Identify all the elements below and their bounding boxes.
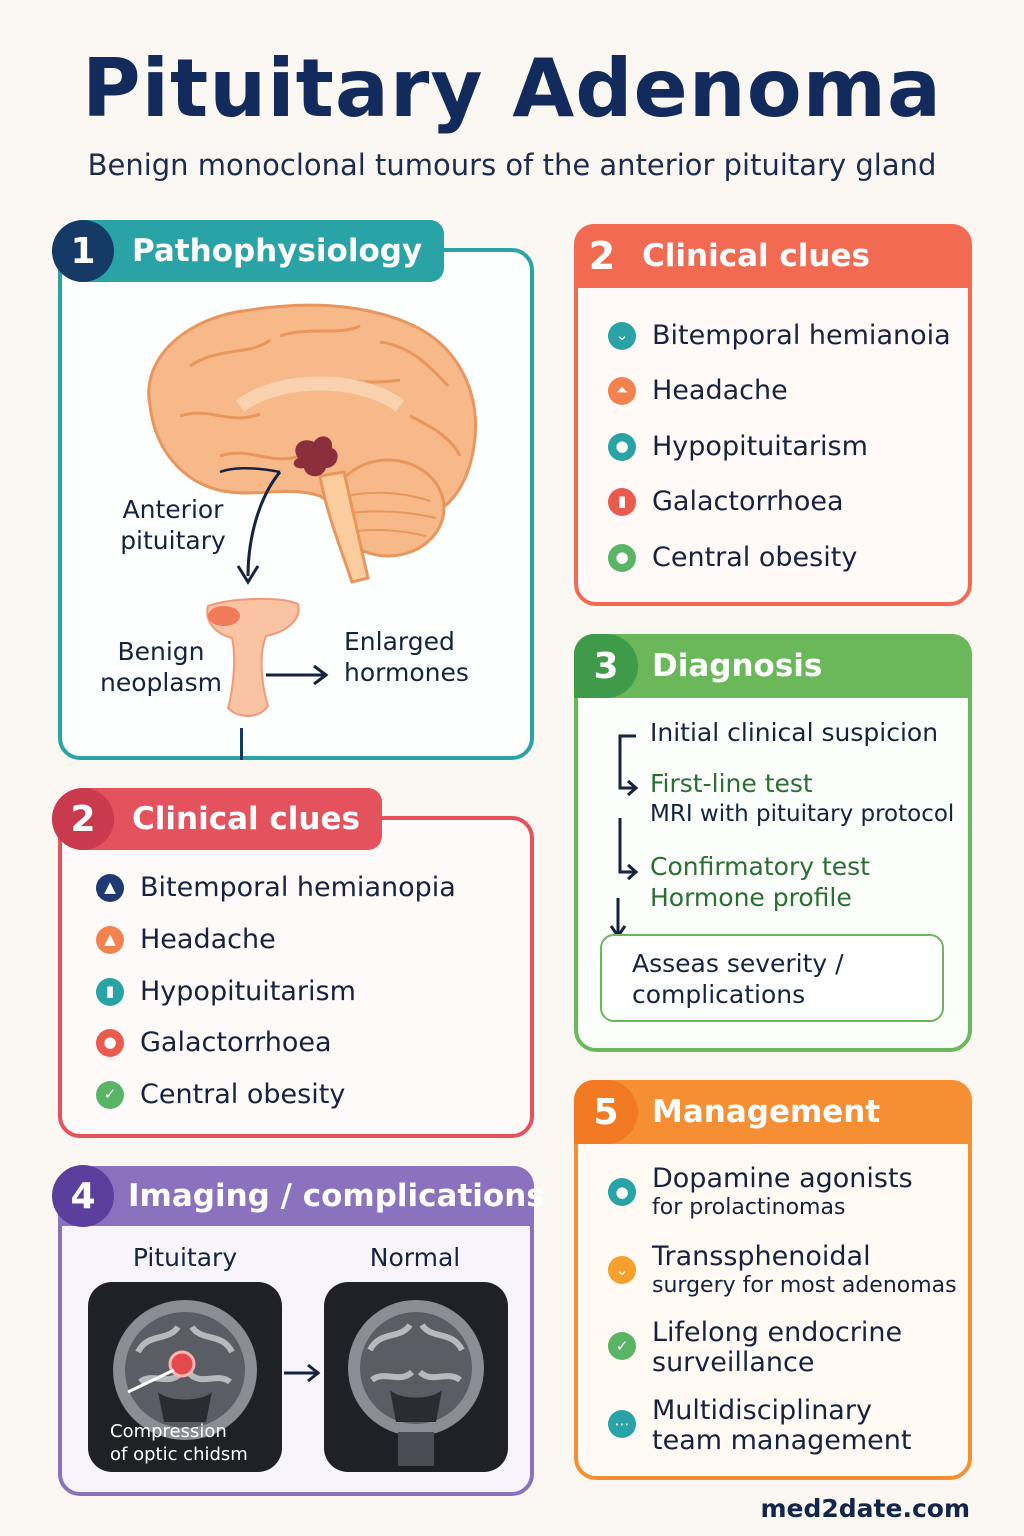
teal-drop-icon: ● xyxy=(608,1178,636,1206)
green-drop-icon: ● xyxy=(608,543,636,572)
imaging-header: 4 Imaging / complications xyxy=(52,1165,545,1227)
severity-box xyxy=(600,934,944,1022)
brainstem-shape xyxy=(318,470,370,584)
management-item: ● Dopamine agonists for prolactinomas xyxy=(608,1164,913,1222)
management-item: ⋯ Multidisciplinary team management xyxy=(608,1396,912,1456)
clue-item-left: ● Galactorrhoea xyxy=(96,1027,332,1058)
section-number-3: 3 xyxy=(574,634,638,698)
clinical-clues-header-left: 2 Clinical clues xyxy=(52,788,382,850)
brain-illustration xyxy=(147,303,478,585)
clinical-clues-header-right: 2 Clinical clues xyxy=(574,224,972,288)
teal-pin-icon: ▮ xyxy=(96,977,124,1006)
teal-chevron-icon: ⌄ xyxy=(608,321,636,350)
mri-scan-pituitary xyxy=(88,1282,282,1472)
clue-item-left: ▲ Bitemporal hemianopia xyxy=(96,872,456,903)
clue-item-right: ● Hypopituitarism xyxy=(608,431,868,462)
green-check-icon: ✓ xyxy=(96,1080,124,1109)
clue-item-left: ✓ Central obesity xyxy=(96,1079,345,1110)
connector-line xyxy=(240,728,243,760)
teal-drop-icon: ● xyxy=(608,432,636,461)
label-benign-neoplasm: Benign neoplasm xyxy=(99,637,223,697)
mri-scan-normal xyxy=(324,1282,508,1472)
red-capsule-icon: ▮ xyxy=(608,487,636,516)
diagnosis-title: Diagnosis xyxy=(652,648,823,684)
severity-line-1: Asseas severity / xyxy=(632,949,844,978)
clinical-clues-title-left: Clinical clues xyxy=(132,801,360,837)
clue-item-right: ● Central obesity xyxy=(608,542,857,573)
arrow-between-scans xyxy=(284,1363,321,1383)
management-title: Management xyxy=(652,1094,881,1130)
diagnosis-step-2-title: First-line test xyxy=(650,769,813,798)
green-check-icon: ✓ xyxy=(608,1332,636,1360)
clue-item-left: ▮ Hypopituitarism xyxy=(96,976,356,1007)
clue-item-left: ▲ Headache xyxy=(96,924,276,955)
orange-chevron-icon: ⌄ xyxy=(608,1256,636,1284)
pathophysiology-header: 1 Pathophysiology xyxy=(52,220,445,282)
teal-dots-icon: ⋯ xyxy=(608,1410,636,1438)
page-title: Pituitary Adenoma xyxy=(81,42,943,135)
section-number-5: 5 xyxy=(574,1080,638,1144)
clinical-clues-card-left xyxy=(58,816,534,1138)
diagnosis-step-2-detail: MRI with pituitary protocol xyxy=(650,801,955,827)
imaging-title: Imaging / complications xyxy=(128,1178,545,1214)
management-header: 5 Management xyxy=(574,1080,972,1144)
section-number-1: 1 xyxy=(52,220,114,282)
orange-flame-icon: ▲ xyxy=(96,925,124,954)
label-enlarged-hormones: Enlarged hormones xyxy=(344,627,469,687)
navy-flame-icon: ▲ xyxy=(96,873,124,902)
section-number-2-right: 2 xyxy=(588,234,616,278)
scan-label-pituitary: Pituitary xyxy=(132,1243,238,1272)
clue-item-right: ▮ Galactorrhoea xyxy=(608,486,844,517)
pointer-arrow-down xyxy=(246,471,282,577)
red-drop-icon: ● xyxy=(96,1028,124,1057)
arrow-to-hormones xyxy=(266,664,329,686)
scan-label-normal: Normal xyxy=(369,1243,461,1272)
diagnosis-step-3-title: Confirmatory test xyxy=(650,852,870,881)
diagnosis-header: 3 Diagnosis xyxy=(574,634,972,698)
section-number-4: 4 xyxy=(52,1165,114,1227)
gland-illustration xyxy=(206,597,300,717)
tumour-highlight xyxy=(168,1350,196,1378)
pathophysiology-title: Pathophysiology xyxy=(132,233,423,269)
neoplasm-spot xyxy=(208,606,240,626)
severity-line-2: complications xyxy=(632,980,806,1009)
orange-pin-icon: ⏶ xyxy=(608,376,636,405)
clinical-clues-title-right: Clinical clues xyxy=(642,238,870,274)
pituitary-mass xyxy=(293,436,338,477)
diagnosis-step-1: Initial clinical suspicion xyxy=(650,718,939,747)
label-anterior-pituitary: Anterior pituitary xyxy=(120,495,226,555)
clue-item-right: ⏶ Headache xyxy=(608,375,788,406)
compression-caption: Compression of optic chidsm xyxy=(110,1421,248,1465)
section-number-2-left: 2 xyxy=(52,788,114,850)
management-item: ⌄ Transsphenoidal surgery for most adeno… xyxy=(608,1242,957,1300)
footer-site: med2date.com xyxy=(760,1494,970,1523)
diagnosis-step-3-detail: Hormone profile xyxy=(650,883,852,912)
management-item: ✓ Lifelong endocrine surveillance xyxy=(608,1318,902,1378)
clue-item-right: ⌄ Bitemporal hemianoia xyxy=(608,320,951,351)
management-card xyxy=(574,1080,972,1480)
diagnosis-flow-arrows xyxy=(609,734,639,939)
page-subtitle: Benign monoclonal tumours of the anterio… xyxy=(87,148,937,182)
